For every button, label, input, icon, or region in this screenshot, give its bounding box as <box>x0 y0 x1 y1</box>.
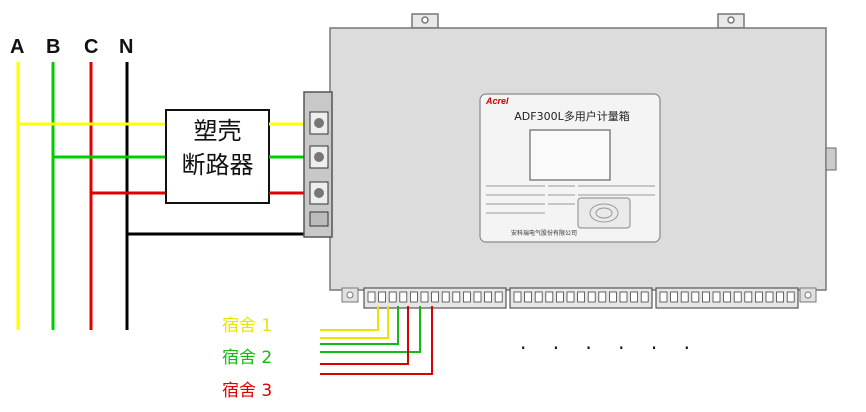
terminal-pin <box>388 291 397 303</box>
room-3-wiring <box>320 306 433 375</box>
breaker-label: 塑壳 断路器 <box>166 114 269 182</box>
brand-logo: Acrel <box>486 96 509 106</box>
side-connector <box>825 147 837 171</box>
terminal-pin <box>598 291 607 303</box>
terminal-pin <box>378 291 387 303</box>
terminal-pin <box>723 291 731 303</box>
terminal-pin <box>680 291 689 303</box>
room-3-label: 宿舍 3 <box>222 381 273 401</box>
terminal-pin <box>765 291 774 303</box>
terminal-pin <box>609 291 617 303</box>
terminal-pin <box>534 291 543 303</box>
display-screen <box>529 129 611 181</box>
terminal-pins <box>367 291 795 303</box>
room-1-wiring <box>320 306 389 339</box>
terminal-pin <box>462 291 471 303</box>
more-rooms-ellipsis: · · · · · · <box>520 336 700 360</box>
terminal-pin <box>691 291 700 303</box>
terminal-pin <box>733 291 742 303</box>
terminal-pin <box>755 291 763 303</box>
terminal-pin <box>484 291 493 303</box>
room-1-label: 宿舍 1 <box>222 316 273 336</box>
terminal-pin <box>367 291 376 303</box>
terminal-pin <box>640 291 649 303</box>
room-2-wiring <box>320 306 421 353</box>
mounting-ears <box>411 13 745 29</box>
terminal-pin <box>409 291 418 303</box>
terminal-pin <box>702 291 710 303</box>
terminal-pin <box>494 291 503 303</box>
terminal-pin <box>587 291 596 303</box>
terminal-pin <box>577 291 585 303</box>
terminal-pin <box>786 291 795 303</box>
terminal-pin <box>744 291 753 303</box>
manufacturer-name: 安科瑞电气股份有限公司 <box>510 230 577 237</box>
terminal-pin <box>545 291 554 303</box>
room-2-label: 宿舍 2 <box>222 348 273 368</box>
terminal-pin <box>566 291 575 303</box>
terminal-pin <box>619 291 628 303</box>
phase-a-label: A <box>10 36 25 58</box>
terminal-pin <box>420 291 429 303</box>
card-reader-area <box>577 197 631 229</box>
breaker-box <box>165 109 270 204</box>
terminal-pin <box>473 291 482 303</box>
terminal-pin <box>399 291 408 303</box>
phase-n-label: N <box>119 36 134 58</box>
bottom-mount-feet <box>341 287 817 303</box>
terminal-pin <box>776 291 784 303</box>
phase-c-label: C <box>84 36 99 58</box>
terminal-pin <box>441 291 450 303</box>
incoming-terminal-block <box>303 91 333 238</box>
terminal-pin <box>630 291 638 303</box>
panel-info-lines <box>486 185 655 214</box>
breaker-label-line2: 断路器 <box>181 151 254 179</box>
terminal-pin <box>556 291 564 303</box>
phase-b-label: B <box>46 36 61 58</box>
terminal-pin <box>670 291 678 303</box>
terminal-pin <box>712 291 721 303</box>
terminal-pin <box>431 291 440 303</box>
device-model-title: ADF300L多用户计量箱 <box>514 110 630 123</box>
terminal-pin <box>452 291 461 303</box>
terminal-pin <box>513 291 522 303</box>
terminal-pin <box>524 291 532 303</box>
card-reader-icon <box>589 203 619 223</box>
breaker-label-line1: 塑壳 <box>193 117 242 145</box>
terminal-pin <box>659 291 668 303</box>
